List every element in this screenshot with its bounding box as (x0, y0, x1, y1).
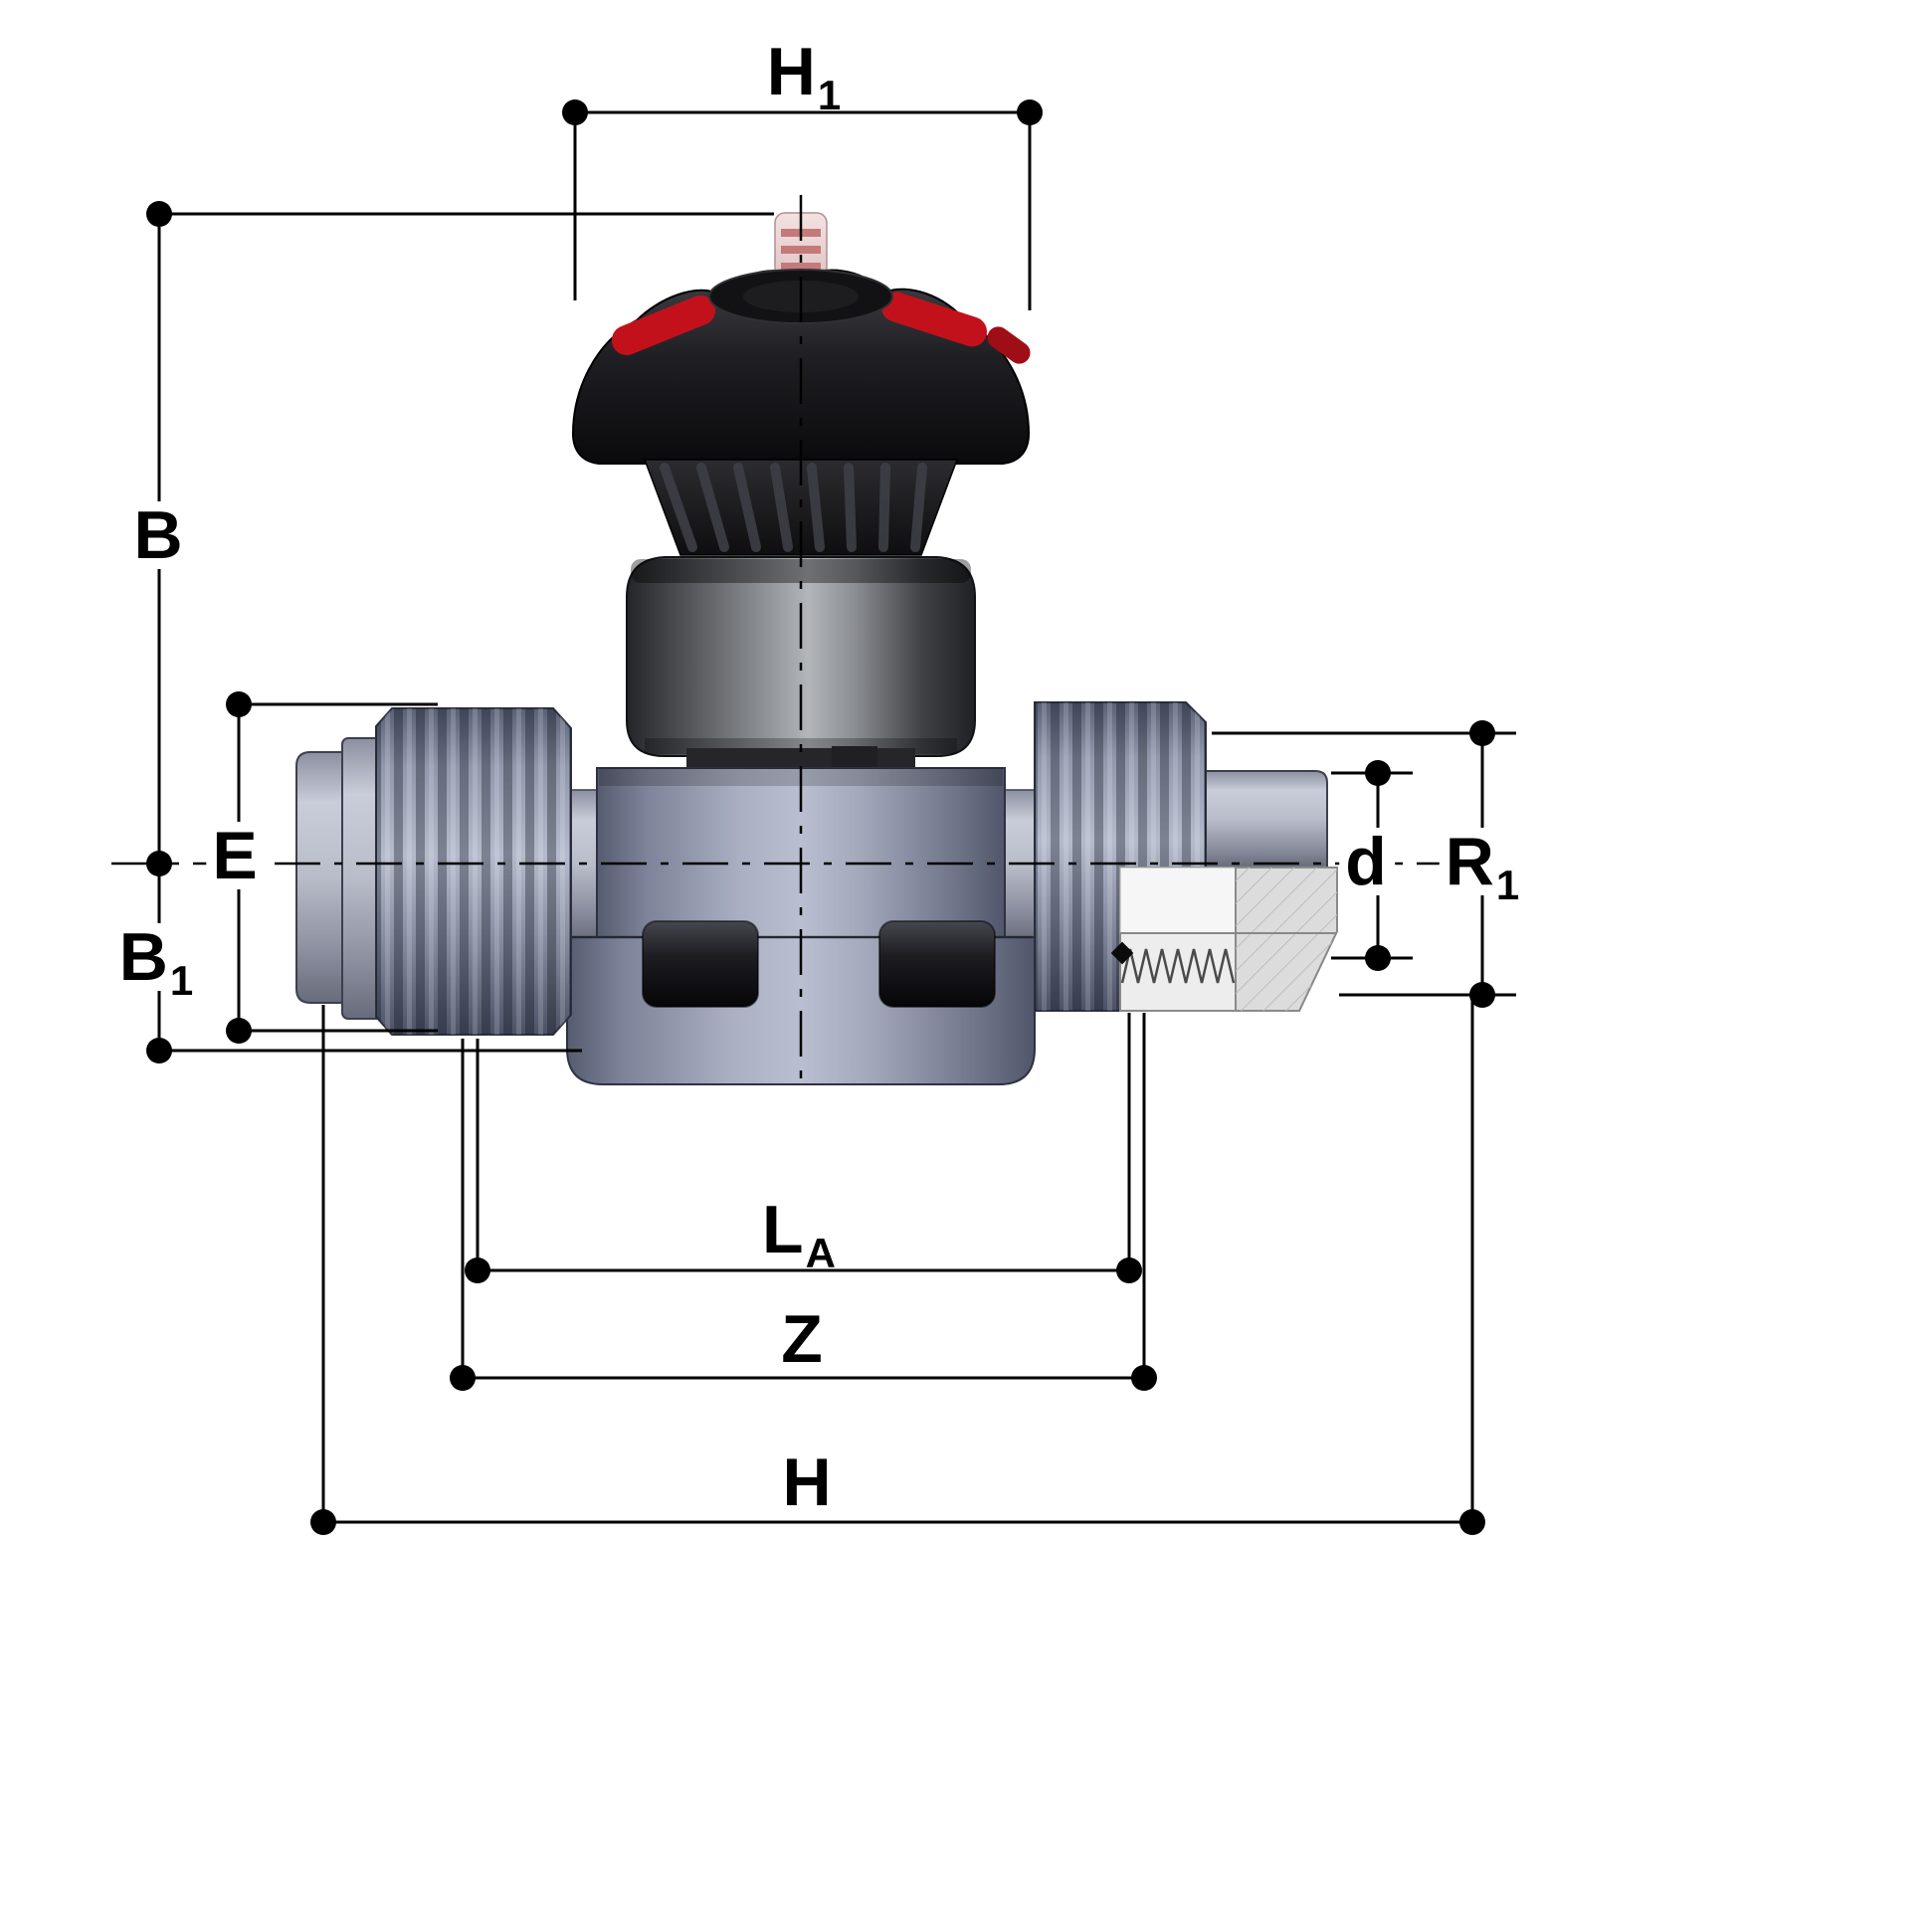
o-ring-section (1110, 941, 1134, 965)
dim-label-e: E (206, 822, 266, 889)
centerlines (111, 195, 1524, 1082)
dim-label-la: LA (756, 1196, 842, 1274)
dim-label-d: d (1339, 828, 1395, 895)
dimension-la (465, 1013, 1142, 1283)
dimension-d (1331, 760, 1413, 971)
bottom-port (642, 920, 759, 1008)
bottom-port (878, 920, 996, 1008)
valve-illustration (295, 212, 1338, 1085)
handwheel-red-segment (880, 291, 988, 347)
thread-profile (1120, 948, 1236, 984)
dimension-e (226, 691, 438, 1044)
dim-label-h1: H1 (760, 38, 848, 116)
threaded-section-cutaway (1110, 867, 1338, 1012)
dim-label-z: Z (775, 1305, 831, 1373)
dimension-h (310, 997, 1485, 1535)
handwheel-red-segment (987, 326, 1031, 364)
dimension-h1 (562, 99, 1043, 310)
dimension-r1 (1212, 720, 1516, 1008)
handwheel-red-segment (611, 295, 716, 355)
dim-label-b1: B1 (112, 923, 200, 1002)
dim-label-b: B (127, 501, 191, 569)
dim-label-r1: R1 (1439, 828, 1526, 906)
handwheel (571, 269, 1031, 465)
dimension-z (450, 1013, 1157, 1391)
left-union-nut (375, 707, 572, 1036)
dim-label-h: H (776, 1449, 840, 1516)
right-pipe-end (1199, 770, 1328, 869)
